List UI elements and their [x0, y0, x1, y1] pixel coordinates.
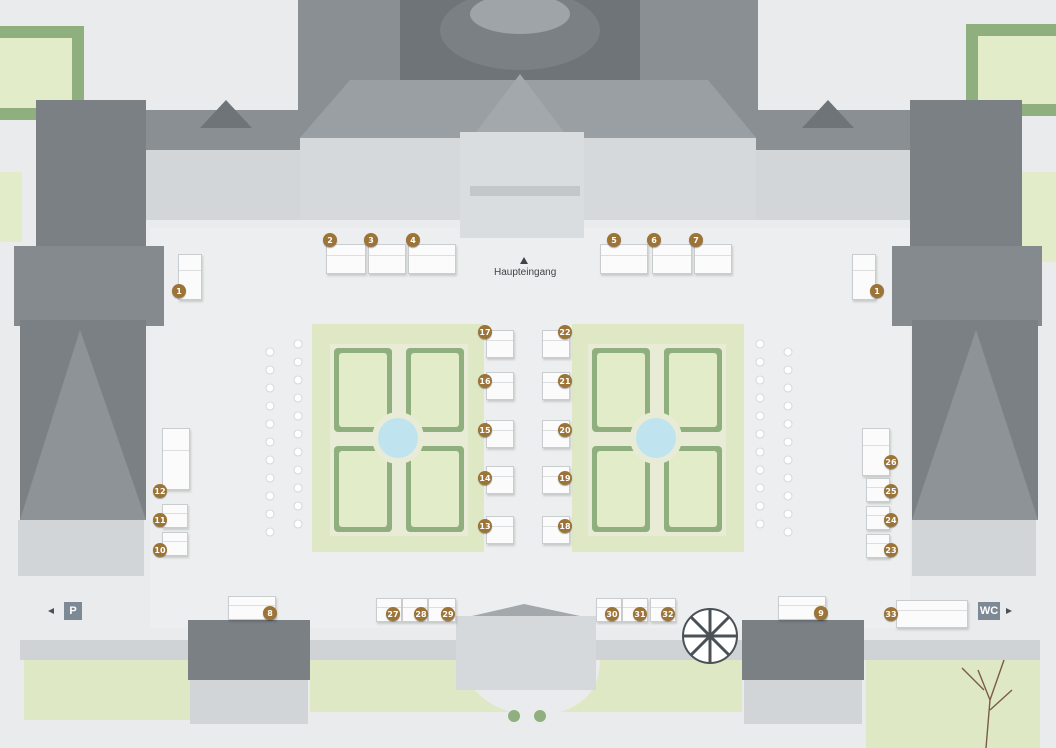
- wc-sign[interactable]: WC: [978, 602, 1000, 620]
- tent: [486, 330, 514, 358]
- location-marker[interactable]: 33: [884, 607, 898, 621]
- topiary: [508, 710, 520, 722]
- tent: [162, 428, 190, 490]
- tree: [961, 659, 1013, 748]
- location-marker[interactable]: 7: [689, 233, 703, 247]
- tent: [326, 244, 366, 274]
- main-palace: [140, 0, 916, 238]
- location-marker[interactable]: 11: [153, 513, 167, 527]
- location-marker[interactable]: 28: [414, 607, 428, 621]
- location-marker[interactable]: 1: [870, 284, 884, 298]
- garden-left: [312, 324, 484, 552]
- location-marker[interactable]: 13: [478, 519, 492, 533]
- right-wing: [892, 100, 1042, 576]
- location-marker[interactable]: 14: [478, 471, 492, 485]
- south-pavilions: [188, 608, 864, 724]
- location-marker[interactable]: 9: [814, 606, 828, 620]
- location-marker[interactable]: 15: [478, 423, 492, 437]
- arrow-right-icon: [1006, 608, 1012, 614]
- location-marker[interactable]: 2: [323, 233, 337, 247]
- location-marker[interactable]: 3: [364, 233, 378, 247]
- location-marker[interactable]: 18: [558, 519, 572, 533]
- location-marker[interactable]: 30: [605, 607, 619, 621]
- location-marker[interactable]: 27: [386, 607, 400, 621]
- corner-hedges: [0, 24, 1056, 262]
- entrance-arrow-icon: [520, 257, 528, 264]
- courtyard: [150, 228, 910, 628]
- tent: [862, 428, 890, 476]
- garden-right: [572, 324, 744, 552]
- seating-rows: [265, 339, 793, 537]
- left-wing: [14, 100, 164, 576]
- location-marker[interactable]: 1: [172, 284, 186, 298]
- location-marker[interactable]: 26: [884, 455, 898, 469]
- location-marker[interactable]: 25: [884, 484, 898, 498]
- location-marker[interactable]: 16: [478, 374, 492, 388]
- tent: [694, 244, 732, 274]
- location-marker[interactable]: 4: [406, 233, 420, 247]
- location-marker[interactable]: 29: [441, 607, 455, 621]
- tent: [162, 504, 188, 528]
- arrow-left-icon: [48, 608, 54, 614]
- location-marker[interactable]: 22: [558, 325, 572, 339]
- tent: [896, 600, 968, 628]
- location-marker[interactable]: 31: [633, 607, 647, 621]
- tent: [368, 244, 406, 274]
- entrance-label: Haupteingang: [494, 267, 557, 278]
- tent: [652, 244, 692, 274]
- location-marker[interactable]: 24: [884, 513, 898, 527]
- location-marker[interactable]: 21: [558, 374, 572, 388]
- location-marker[interactable]: 10: [153, 543, 167, 557]
- location-marker[interactable]: 19: [558, 471, 572, 485]
- location-marker[interactable]: 6: [647, 233, 661, 247]
- location-marker[interactable]: 20: [558, 423, 572, 437]
- tent: [600, 244, 648, 274]
- parking-sign[interactable]: P: [64, 602, 82, 620]
- topiary: [534, 710, 546, 722]
- location-marker[interactable]: 32: [661, 607, 675, 621]
- location-marker[interactable]: 12: [153, 484, 167, 498]
- location-marker[interactable]: 5: [607, 233, 621, 247]
- tent: [408, 244, 456, 274]
- location-marker[interactable]: 8: [263, 606, 277, 620]
- location-marker[interactable]: 23: [884, 543, 898, 557]
- location-marker[interactable]: 17: [478, 325, 492, 339]
